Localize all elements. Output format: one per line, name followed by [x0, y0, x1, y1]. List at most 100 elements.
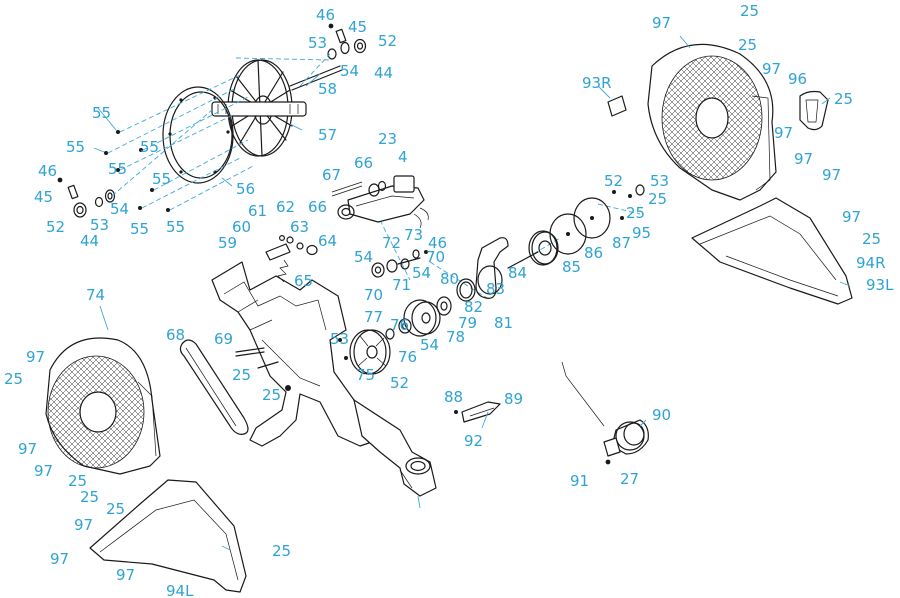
- part-label: 54: [420, 336, 439, 354]
- part-label: 82: [464, 298, 483, 316]
- part-label: 80: [440, 270, 459, 288]
- tension-knob-assembly: [561, 361, 649, 465]
- part-label: 66: [354, 154, 373, 172]
- part-label: 52: [604, 172, 623, 190]
- left-side-leg: [89, 479, 247, 593]
- main-frame: [211, 261, 437, 497]
- tension-parts: [265, 235, 318, 283]
- part-label: 25: [262, 386, 281, 404]
- part-label: 85: [562, 258, 581, 276]
- part-label: 84: [508, 264, 527, 282]
- part-label: 61: [248, 202, 267, 220]
- part-label: 70: [426, 248, 445, 266]
- part-label: 83: [486, 280, 505, 298]
- part-label: 52: [390, 374, 409, 392]
- part-label: 97: [18, 440, 37, 458]
- part-label: 73: [404, 226, 423, 244]
- part-label: 91: [570, 472, 589, 490]
- left-fan-shroud: [45, 337, 161, 475]
- part-label: 54: [412, 264, 431, 282]
- part-label: 25: [68, 472, 87, 490]
- part-label: 81: [494, 314, 513, 332]
- part-label: 77: [364, 308, 383, 326]
- part-label: 97: [794, 150, 813, 168]
- part-label: 90: [652, 406, 671, 424]
- part-label: 75: [356, 366, 375, 384]
- part-label: 46: [38, 162, 57, 180]
- part-label: 97: [34, 462, 53, 480]
- right-side-leg: [691, 197, 853, 305]
- part-label: 55: [152, 170, 171, 188]
- part-label: 69: [214, 330, 233, 348]
- part-label: 97: [50, 550, 69, 568]
- part-label: 70: [364, 286, 383, 304]
- part-label: 97: [762, 60, 781, 78]
- part-label: 25: [232, 366, 251, 384]
- part-label: 92: [464, 432, 483, 450]
- part-label: 97: [652, 14, 671, 32]
- part-label: 65: [294, 272, 313, 290]
- part-label: 59: [218, 234, 237, 252]
- part-label: 55: [130, 220, 149, 238]
- part-label: 25: [4, 370, 23, 388]
- part-label: 94R: [856, 254, 886, 272]
- part-label: 93L: [866, 276, 894, 294]
- part-label: 25: [834, 90, 853, 108]
- part-label: 44: [374, 64, 393, 82]
- part-label: 67: [322, 166, 341, 184]
- part-label: 54: [110, 200, 129, 218]
- part-label: 4: [398, 148, 408, 166]
- part-label: 72: [382, 234, 401, 252]
- part-label: 23: [378, 130, 397, 148]
- part-label: 55: [108, 160, 127, 178]
- part-label: 27: [620, 470, 639, 488]
- part-label: 45: [348, 18, 367, 36]
- shaft-cluster: [371, 249, 428, 278]
- part-label: 52: [378, 32, 397, 50]
- part-label: 45: [34, 188, 53, 206]
- part-label: 86: [584, 244, 603, 262]
- part-label: 97: [822, 166, 841, 184]
- part-label: 25: [740, 2, 759, 20]
- part-label: 62: [276, 198, 295, 216]
- part-label: 53: [330, 330, 349, 348]
- part-label: 79: [458, 314, 477, 332]
- drive-belt: [179, 339, 249, 435]
- part-label: 63: [290, 218, 309, 236]
- part-label: 97: [774, 124, 793, 142]
- part-label: 74: [86, 286, 105, 304]
- part-label: 25: [648, 190, 667, 208]
- top-hub-parts: [327, 23, 367, 60]
- part-label: 53: [308, 34, 327, 52]
- fan-bolts: [104, 130, 170, 212]
- part-label: 97: [842, 208, 861, 226]
- pin-and-bolt: [235, 347, 291, 391]
- flywheel-pulley: [338, 296, 452, 375]
- part-label: 25: [738, 36, 757, 54]
- part-label: 52: [46, 218, 65, 236]
- part-label: 58: [318, 80, 337, 98]
- part-label: 94L: [166, 582, 194, 598]
- left-hub-parts: [57, 177, 116, 218]
- part-label: 97: [74, 516, 93, 534]
- part-label: 53: [90, 216, 109, 234]
- part-label: 46: [428, 234, 447, 252]
- belt-pulley-stack: [456, 184, 645, 302]
- part-label: 88: [444, 388, 463, 406]
- crank-arm-assembly: [331, 175, 429, 229]
- part-label: 25: [626, 204, 645, 222]
- part-label: 76: [398, 348, 417, 366]
- part-label: 55: [166, 218, 185, 236]
- leader-lines: [93, 35, 851, 551]
- part-label: 60: [232, 218, 251, 236]
- part-label: 97: [116, 566, 135, 584]
- part-label: 55: [92, 104, 111, 122]
- part-label: 78: [446, 328, 465, 346]
- part-label: 64: [318, 232, 337, 250]
- assembly-guide-lines: [107, 53, 641, 301]
- part-label: 95: [632, 224, 651, 242]
- part-label: 25: [272, 542, 291, 560]
- part-label: 25: [80, 488, 99, 506]
- part-label: 66: [308, 198, 327, 216]
